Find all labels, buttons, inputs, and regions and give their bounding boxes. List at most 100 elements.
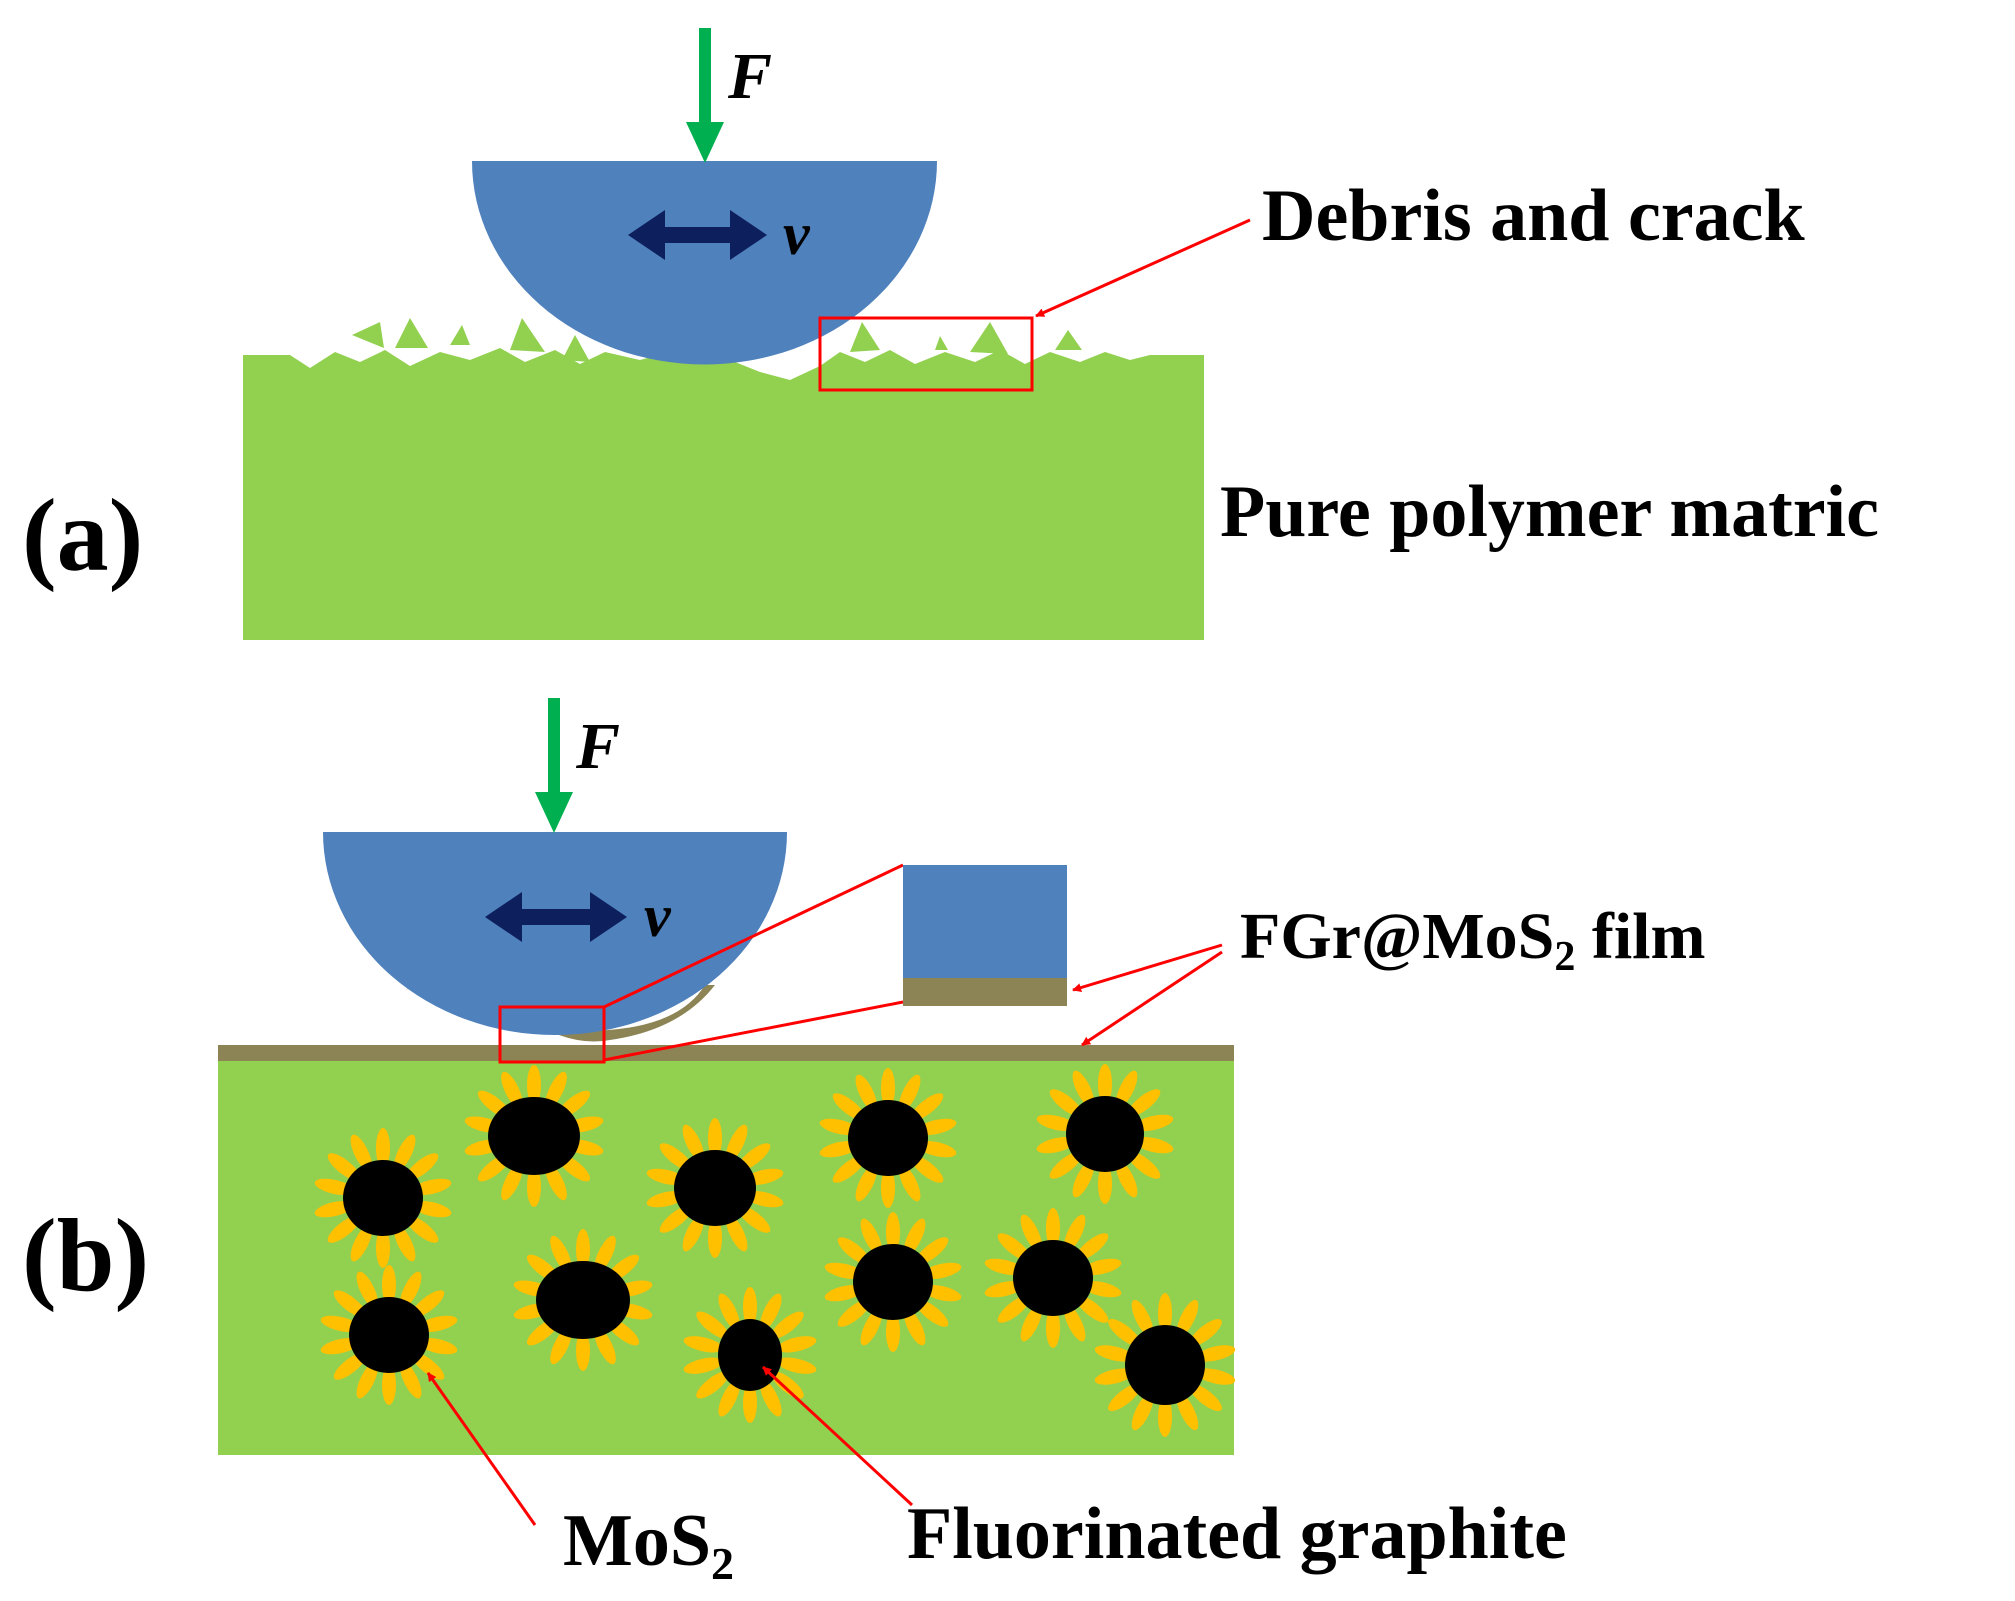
fgr-mos2-particle [824, 1212, 962, 1352]
mos2-petal [1075, 1295, 1109, 1323]
mos2-petal [860, 1308, 883, 1346]
mos2-petal [1049, 1151, 1083, 1179]
mos2-petal [682, 1124, 705, 1162]
fluorinated-graphite-core [1066, 1096, 1144, 1172]
mos2-petal [1134, 1136, 1174, 1154]
force-label: F [727, 40, 772, 113]
mos2-petal [327, 1215, 361, 1243]
mos2-label: MoS2 [563, 1500, 734, 1589]
mos2-petal [997, 1233, 1031, 1261]
mos2-petal [910, 1093, 944, 1121]
velocity-label-b: v [644, 883, 672, 949]
fluorinated-graphite-core [1013, 1240, 1093, 1316]
fluorinated-graphite-core [848, 1100, 928, 1176]
mos2-petal [545, 1071, 567, 1109]
fluorinated-graphite-label: Fluorinated graphite [907, 1493, 1567, 1575]
mos2-petal [696, 1311, 729, 1339]
mos2-petal [708, 1218, 722, 1258]
fluorinated-graphite-core [1125, 1325, 1205, 1405]
mos2-petal [1036, 1114, 1076, 1132]
mos2-petal [1176, 1299, 1199, 1337]
graphite-pointer-arrow [761, 1365, 914, 1507]
mos2-petal [576, 1229, 590, 1269]
mos2-petal [376, 1228, 390, 1268]
fluorinated-graphite-core [488, 1097, 580, 1175]
mos2-petal [837, 1237, 871, 1265]
mos2-petal [1020, 1304, 1043, 1342]
mos2-petal [860, 1218, 883, 1256]
mos2-petal [376, 1128, 390, 1168]
mos2-petal [1108, 1318, 1141, 1347]
fgr-mos2-film-label: FGr@MoS2 film [1240, 900, 1705, 980]
pure-polymer-matric-label: Pure polymer matric [1220, 471, 1879, 553]
panel-b-label: (b) [22, 1198, 149, 1313]
mos2-petal [405, 1215, 439, 1243]
mos2-petal [1063, 1304, 1086, 1342]
mos2-petal [1046, 1208, 1060, 1248]
mos2-petal [832, 1093, 866, 1121]
mos2-petal [903, 1218, 926, 1256]
debris-pointer-arrow [1035, 218, 1251, 318]
zoom-line-bottom [603, 1000, 904, 1062]
fluorinated-graphite-core [853, 1244, 933, 1320]
mos2-petal [1196, 1368, 1236, 1385]
fgr-mos2-particle [320, 1265, 458, 1405]
mos2-petal [350, 1134, 373, 1172]
pure-polymer-matrix-block [243, 348, 1204, 640]
mos2-petal [333, 1352, 367, 1380]
debris-highlight-box [818, 316, 1034, 392]
fgr-mos2-particle [1094, 1293, 1236, 1437]
transfer-film-on-matrix [218, 1045, 1234, 1061]
mos2-petal [760, 1293, 782, 1331]
mos2-petal [501, 1163, 523, 1201]
mos2-petal [1094, 1345, 1134, 1362]
mos2-petal [1176, 1393, 1199, 1431]
force-label-b: F [575, 710, 620, 783]
mos2-petal [683, 1357, 723, 1374]
velocity-arrow-b [485, 892, 627, 942]
mos2-petal [1158, 1293, 1172, 1333]
mos2-petal [333, 1290, 367, 1318]
mos2-petal [1189, 1318, 1222, 1347]
debris-and-crack-label: Debris and crack [1262, 175, 1805, 257]
mos2-petal [576, 1331, 590, 1371]
zoom-line-top [603, 863, 904, 1009]
mos2-petal [718, 1379, 740, 1417]
mos2-petal [725, 1214, 748, 1252]
mos2-petal [1127, 1089, 1161, 1117]
mos2-petal [777, 1336, 817, 1353]
mos2-petal [910, 1155, 944, 1183]
fluorinated-graphite-core [674, 1150, 756, 1226]
mos2-petal [550, 1327, 572, 1365]
mos2-petal [1063, 1214, 1086, 1252]
fgr-mos2-particle [819, 1068, 957, 1208]
mos2-petal [356, 1361, 379, 1399]
mos2-petal [1127, 1151, 1161, 1179]
mos2-petal [886, 1312, 900, 1352]
fluorinated-graphite-core [536, 1261, 630, 1339]
fluorinated-graphite-core [718, 1319, 782, 1391]
mos2-petal [743, 1287, 757, 1327]
mos2-petal [527, 1065, 541, 1105]
mos2-petal [832, 1155, 866, 1183]
mos2-petal [855, 1074, 878, 1112]
film-pointer-arrow-inset [1072, 943, 1223, 992]
mos2-petal [350, 1224, 373, 1262]
mos2-petal [327, 1153, 361, 1181]
fgr-mos2-particle [513, 1229, 653, 1371]
mos2-petal [1131, 1299, 1154, 1337]
force-arrow-b [535, 698, 573, 833]
fluorinated-graphite-core [343, 1160, 423, 1236]
mos2-petal [718, 1293, 740, 1331]
mos2-petal [1158, 1397, 1172, 1437]
mos2-petal [393, 1224, 416, 1262]
mos2-petal [1072, 1070, 1095, 1108]
mos2-petal [1049, 1089, 1083, 1117]
mos2-petal [886, 1212, 900, 1252]
mos2-petal [903, 1308, 926, 1346]
film-pointer-arrow-matrix [1081, 950, 1223, 1047]
mos2-petal [1046, 1308, 1060, 1348]
mos2-petal [399, 1361, 422, 1399]
mos2-petal [1131, 1393, 1154, 1431]
mos2-petal [411, 1290, 445, 1318]
